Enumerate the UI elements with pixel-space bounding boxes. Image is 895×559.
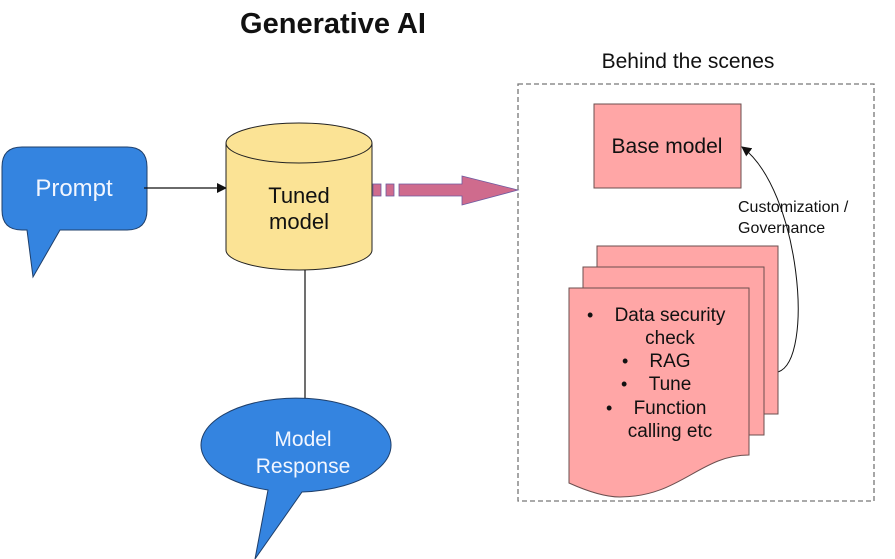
block-arrow-dash-1 <box>372 183 382 197</box>
tuned-model-label-line2: model <box>269 209 329 234</box>
customization-label-line2: Governance <box>738 220 825 237</box>
step-rag: RAG <box>649 351 690 372</box>
behind-the-scenes-group <box>517 83 875 502</box>
diagram-title: Generative AI <box>240 8 426 40</box>
step-function-calling-line1: Function <box>634 398 707 419</box>
block-arrow-head <box>398 175 520 206</box>
prompt-label: Prompt <box>35 175 113 202</box>
bullet-2: • <box>622 351 628 371</box>
tuned-model-label-line1: Tuned <box>268 183 330 208</box>
step-data-security-line2: check <box>645 328 695 349</box>
bullet-3: • <box>621 374 627 394</box>
bullet-1: • <box>587 305 593 325</box>
customization-arrow <box>741 146 799 373</box>
base-model-label: Base model <box>612 135 723 158</box>
base-model-box: Base model <box>593 103 742 189</box>
customization-label-line1: Customization / <box>738 199 849 216</box>
tuned-model-cylinder: Tuned model <box>225 122 373 271</box>
prompt-bubble-shape <box>1 146 148 279</box>
model-response-bubble: Model Response <box>200 397 392 559</box>
bullet-4: • <box>606 398 612 418</box>
document-front <box>568 287 750 498</box>
group-label: Behind the scenes <box>602 50 775 73</box>
model-response-label-line1: Model <box>274 428 331 451</box>
block-arrow-dash-2 <box>385 183 395 197</box>
step-data-security-line1: Data security <box>615 305 726 326</box>
model-response-shape <box>200 397 392 559</box>
cylinder-top <box>225 122 373 164</box>
model-response-label-line2: Response <box>256 455 351 478</box>
base-model-rect <box>593 103 742 189</box>
step-function-calling-line2: calling etc <box>628 421 713 442</box>
step-tune: Tune <box>649 374 692 395</box>
block-arrow-to-scenes <box>372 175 520 206</box>
stacked-documents: • Data security check • RAG • Tune • Fun… <box>568 245 779 498</box>
prompt-bubble: Prompt <box>1 146 148 279</box>
cylinder-body <box>225 143 373 271</box>
